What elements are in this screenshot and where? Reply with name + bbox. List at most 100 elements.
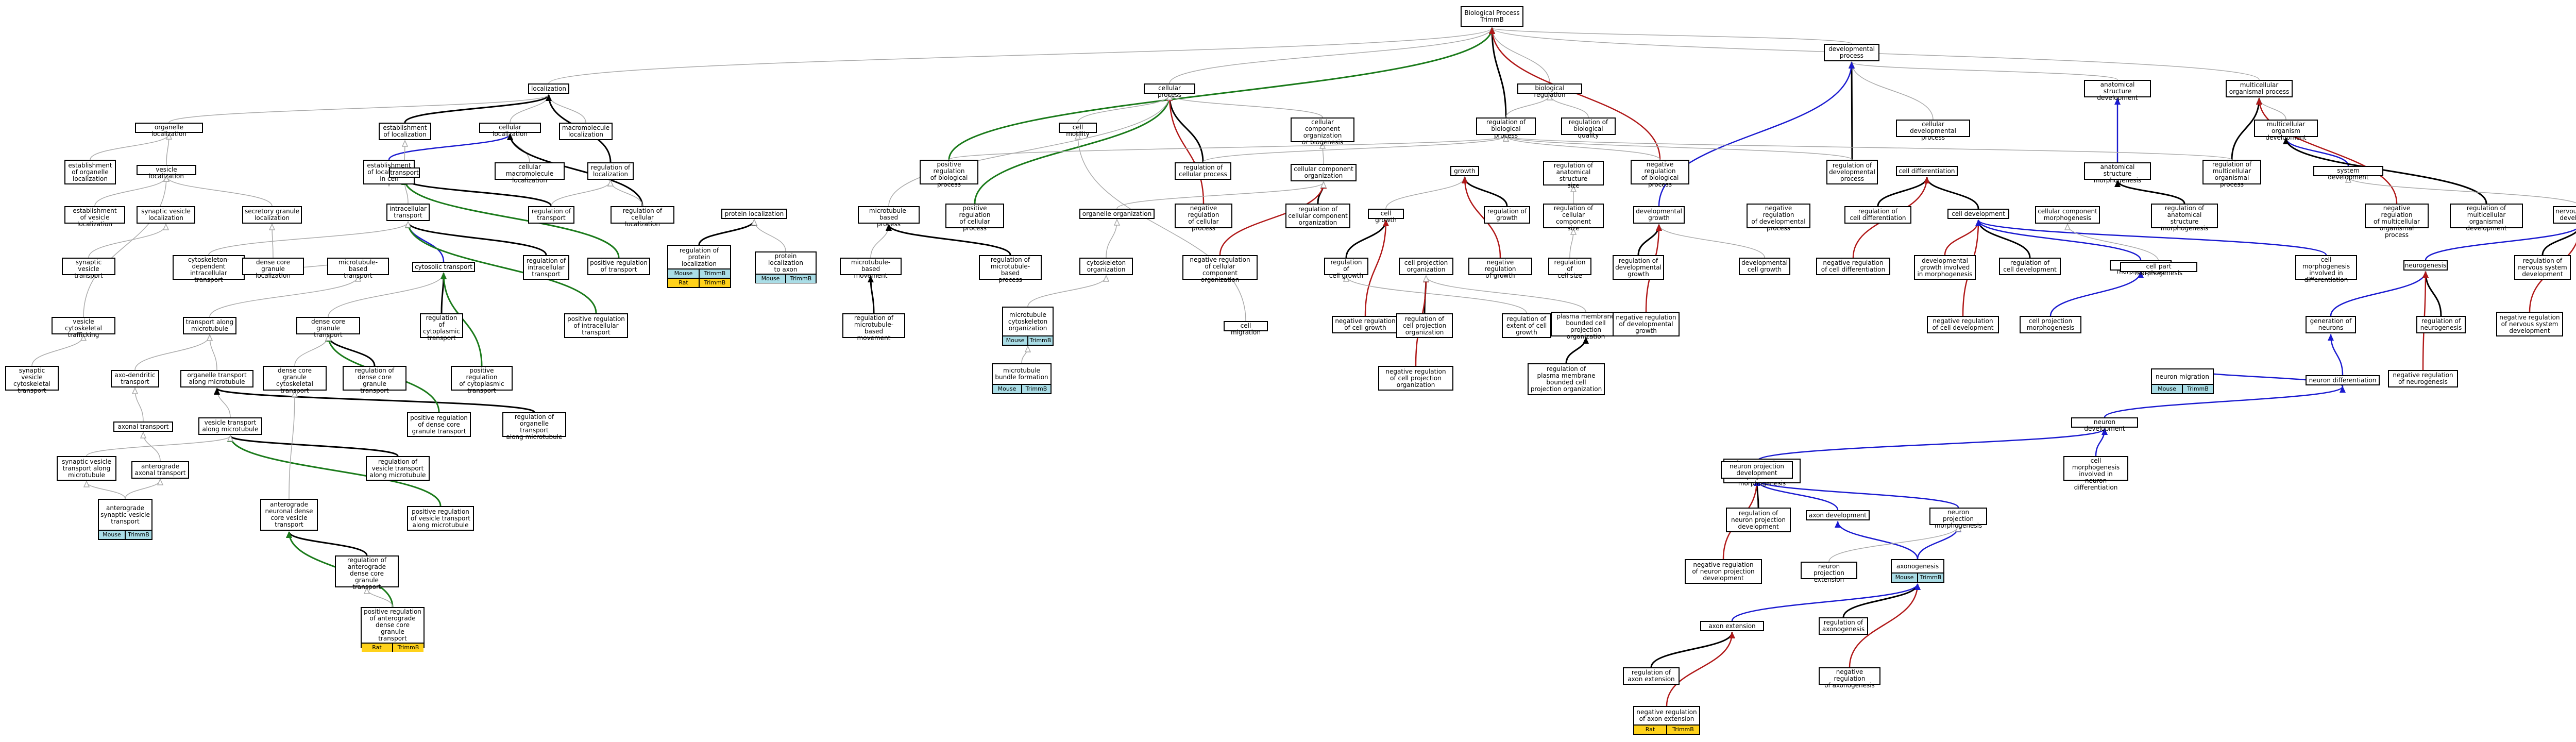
go-term-organelle-organization[interactable]: organelle organization xyxy=(1079,209,1155,219)
go-term-anterograde-axonal-transport[interactable]: anterograde axonal transport xyxy=(131,461,189,479)
go-term-positive-regulation-of-biological-process[interactable]: positive regulation of biological proces… xyxy=(920,160,978,188)
go-term-neuron-projection-morphogenesis[interactable]: neuron projection morphogenesis xyxy=(1929,508,1987,529)
go-term-regulation-of-cellular-localization[interactable]: regulation of cellular localization xyxy=(611,206,674,228)
go-term-regulation-of-multicell-organismal-process[interactable]: regulation of multicellular organismal p… xyxy=(2202,160,2261,188)
go-term-neurogenesis[interactable]: neurogenesis xyxy=(2403,260,2448,271)
go-term-developmental-cell-growth[interactable]: developmental cell growth xyxy=(1739,258,1790,275)
go-term-regulation-of-anat-struct-morphogenesis[interactable]: regulation of anatomical structure morph… xyxy=(2151,204,2218,232)
go-term-regulation-of-cell-development[interactable]: regulation of cell development xyxy=(1999,258,2061,275)
go-term-cellular-macromolecule-localization[interactable]: cellular macromolecule localization xyxy=(495,162,565,184)
go-term-multicell-organism-dev[interactable]: multicellular organism development xyxy=(2254,120,2318,141)
go-term-developmental-process[interactable]: developmental process xyxy=(1824,44,1879,61)
go-term-cytoskeleton-dependent-transport[interactable]: cytoskeleton-dependent intracellular tra… xyxy=(173,255,245,283)
go-term-regulation-of-organelle-transport-along-microtubule[interactable]: regulation of organelle transport along … xyxy=(502,412,566,441)
go-term-vesicle-cytoskeletal-trafficking[interactable]: vesicle cytoskeletal trafficking xyxy=(52,317,115,339)
go-term-regulation-of-anterograde-dense-core-granule-transport[interactable]: regulation of anterograde dense core gra… xyxy=(335,555,399,591)
go-term-cell-migration[interactable]: cell migration xyxy=(1224,321,1268,336)
go-term-growth[interactable]: growth xyxy=(1450,166,1479,176)
go-term-establishment-of-organelle-localization[interactable]: establishment of organelle localization xyxy=(64,160,116,184)
go-term-secretory-granule-localization[interactable]: secretory granule localization xyxy=(242,206,302,224)
go-term-regulation-of-multicell-organism-dev[interactable]: regulation of multicellular organismal d… xyxy=(2450,204,2523,232)
go-term-negative-regulation-of-biological-process[interactable]: negative regulation of biological proces… xyxy=(1631,160,1689,188)
go-term-regulation-of-extent-of-cell-growth[interactable]: regulation of extent of cell growth xyxy=(1502,313,1551,338)
go-term-negative-regulation-of-axonogenesis[interactable]: negative regulation of axonogenesis xyxy=(1819,667,1880,689)
go-term-synaptic-vesicle-localization[interactable]: synaptic vesicle localization xyxy=(137,206,195,224)
go-term-positive-regulation-of-dense-core-granule-transport[interactable]: positive regulation of dense core granul… xyxy=(407,412,471,437)
go-term-cellular-process[interactable]: cellular process xyxy=(1144,83,1195,98)
go-term-positive-regulation-of-intracellular-transport[interactable]: positive regulation of intracellular tra… xyxy=(564,313,628,338)
go-term-anterograde-neuronal-dense-core-vesicle-transport[interactable]: anterograde neuronal dense core vesicle … xyxy=(260,499,318,531)
go-term-negative-regulation-of-cell-differentiation[interactable]: negative regulation of cell differentiat… xyxy=(1816,258,1890,275)
go-term-regulation-of-vesicle-transport-along-microtubule[interactable]: regulation of vesicle transport along mi… xyxy=(366,456,430,481)
go-term-regulation-of-neurogenesis[interactable]: regulation of neurogenesis xyxy=(2416,316,2466,333)
go-term-dense-core-granule-transport[interactable]: dense core granule transport xyxy=(296,317,360,339)
go-term-positive-regulation-of-vesicle-transport-along-microtubule[interactable]: positive regulation of vesicle transport… xyxy=(407,506,474,531)
go-term-developmental-growth[interactable]: developmental growth xyxy=(1633,206,1685,224)
go-term-dense-core-granule-cytoskeletal-transport[interactable]: dense core granule cytoskeletal transpor… xyxy=(263,366,327,394)
go-term-negative-regulation-of-multicell[interactable]: negative regulation of multicellular org… xyxy=(2365,204,2429,239)
go-term-dense-core-granule-localization[interactable]: dense core granule localization xyxy=(242,258,304,279)
go-term-negative-regulation-of-cc-organization[interactable]: negative regulation of cellular componen… xyxy=(1182,255,1258,283)
go-term-regulation-of-cell-size[interactable]: regulation of cell size xyxy=(1548,258,1591,279)
go-term-vesicle-transport-along-microtubule[interactable]: vesicle transport along microtubule xyxy=(198,417,262,435)
go-term-axo-dendritic-transport[interactable]: axo-dendritic transport xyxy=(111,370,159,387)
go-term-bp[interactable]: Biological Process TrimmB xyxy=(1461,6,1523,27)
go-term-organelle-transport-along-microtubule[interactable]: organelle transport along microtubule xyxy=(180,370,253,387)
go-term-regulation-of-cell-projection-organization[interactable]: regulation of cell projection organizati… xyxy=(1396,313,1453,338)
go-term-regulation-of-neuron-projection-development[interactable]: regulation of neuron projection developm… xyxy=(1726,508,1791,532)
go-term-nervous-system-development[interactable]: nervous system development xyxy=(2553,206,2576,224)
go-term-cell-projection-morphogenesis[interactable]: cell projection morphogenesis xyxy=(2020,316,2081,333)
go-term-regulation-of-cytoplasmic-transport[interactable]: regulation of cytoplasmic transport xyxy=(420,313,463,342)
go-term-synaptic-vesicle-cytoskeletal-transport[interactable]: synaptic vesicle cytoskeletal transport xyxy=(5,366,59,394)
go-term-axon-development[interactable]: axon development xyxy=(1806,510,1870,520)
go-term-regulation-of-growth[interactable]: regulation of growth xyxy=(1484,206,1530,224)
go-term-synaptic-vesicle-transport[interactable]: synaptic vesicle transport xyxy=(62,258,115,279)
go-term-regulation-of-transport[interactable]: regulation of transport xyxy=(528,206,574,224)
go-term-positive-regulation-of-transport[interactable]: positive regulation of transport xyxy=(587,258,650,275)
go-term-regulation-of-dense-core-granule-transport[interactable]: regulation of dense core granule transpo… xyxy=(343,366,406,394)
go-term-cc-organization[interactable]: cellular component organization xyxy=(1291,164,1357,181)
go-term-negative-regulation-of-nervous-system-development[interactable]: negative regulation of nervous system de… xyxy=(2496,312,2563,336)
go-term-cell-development[interactable]: cell development xyxy=(1947,209,2009,219)
go-term-axonal-transport[interactable]: axonal transport xyxy=(113,421,173,432)
go-term-regulation-of-axonogenesis[interactable]: regulation of axonogenesis xyxy=(1819,617,1868,635)
go-term-regulation-of-cellular-component-size[interactable]: regulation of cellular component size xyxy=(1543,204,1604,232)
go-term-regulation-of-intracellular-transport[interactable]: regulation of intracellular transport xyxy=(523,255,569,280)
go-term-regulation-of-microtubule-based-process[interactable]: regulation of microtubule-based process xyxy=(979,255,1042,283)
go-term-anat-struct-dev[interactable]: anatomical structure development xyxy=(2084,80,2151,102)
go-term-regulation-of-microtubule-based-movement[interactable]: regulation of microtubule-based movement xyxy=(842,313,905,342)
go-term-negative-regulation-of-developmental-growth[interactable]: negative regulation of developmental gro… xyxy=(1613,312,1680,336)
go-term-positive-regulation-of-cytoplasmic-transport[interactable]: positive regulation of cytoplasmic trans… xyxy=(451,366,513,394)
go-term-regulation-of-developmental-process[interactable]: regulation of developmental process xyxy=(1826,160,1878,184)
go-term-negative-regulation-of-growth[interactable]: negative regulation of growth xyxy=(1468,258,1532,279)
go-term-transport[interactable]: transport xyxy=(389,167,420,178)
go-term-positive-regulation-of-anterograde-dense-core-granule-transport[interactable]: positive regulation of anterograde dense… xyxy=(361,607,425,652)
go-term-organelle-localization[interactable]: organelle localization xyxy=(135,123,203,138)
go-term-negative-regulation-of-cell-projection-org[interactable]: negative regulation of cell projection o… xyxy=(1378,366,1453,391)
go-term-cell-part-morphogenesis[interactable]: cell part morphogenesis xyxy=(2120,262,2197,277)
go-term-axon-extension[interactable]: axon extension xyxy=(1700,621,1764,631)
go-term-regulation-of-developmental-growth[interactable]: regulation of developmental growth xyxy=(1613,255,1664,280)
go-term-cell-motility[interactable]: cell motility xyxy=(1059,123,1097,138)
go-term-negative-regulation-of-neurogenesis[interactable]: negative regulation of neurogenesis xyxy=(2388,370,2458,387)
go-term-regulation-of-biological-quality[interactable]: regulation of biological quality xyxy=(1561,117,1616,139)
go-term-negative-regulation-of-neuron-projection-development[interactable]: negative regulation of neuron projection… xyxy=(1685,559,1762,584)
go-term-cc-org-or-biogenesis[interactable]: cellular component organization or bioge… xyxy=(1291,117,1354,146)
go-term-neuron-development[interactable]: neuron development xyxy=(2071,417,2138,432)
go-term-cell-growth[interactable]: cell growth xyxy=(1368,209,1404,224)
go-term-anat-struct-morphogenesis[interactable]: anatomical structure morphogenesis xyxy=(2084,162,2151,184)
go-term-plasma-membrane-bounded-cell-projection-org[interactable]: plasma membrane bounded cell projection … xyxy=(1551,312,1621,340)
go-term-regulation-of-cell-differentiation[interactable]: regulation of cell differentiation xyxy=(1844,206,1911,224)
go-term-neuron-projection-extension[interactable]: neuron projection extension xyxy=(1801,562,1857,583)
go-term-regulation-of-pm-bounded-cell-projection-org[interactable]: regulation of plasma membrane bounded ce… xyxy=(1528,363,1605,395)
go-term-cellular-localization[interactable]: cellular localization xyxy=(479,123,541,138)
go-term-vesicle-localization[interactable]: vesicle localization xyxy=(137,165,196,180)
go-term-negative-regulation-of-cell-growth[interactable]: negative regulation of cell growth xyxy=(1332,316,1399,333)
